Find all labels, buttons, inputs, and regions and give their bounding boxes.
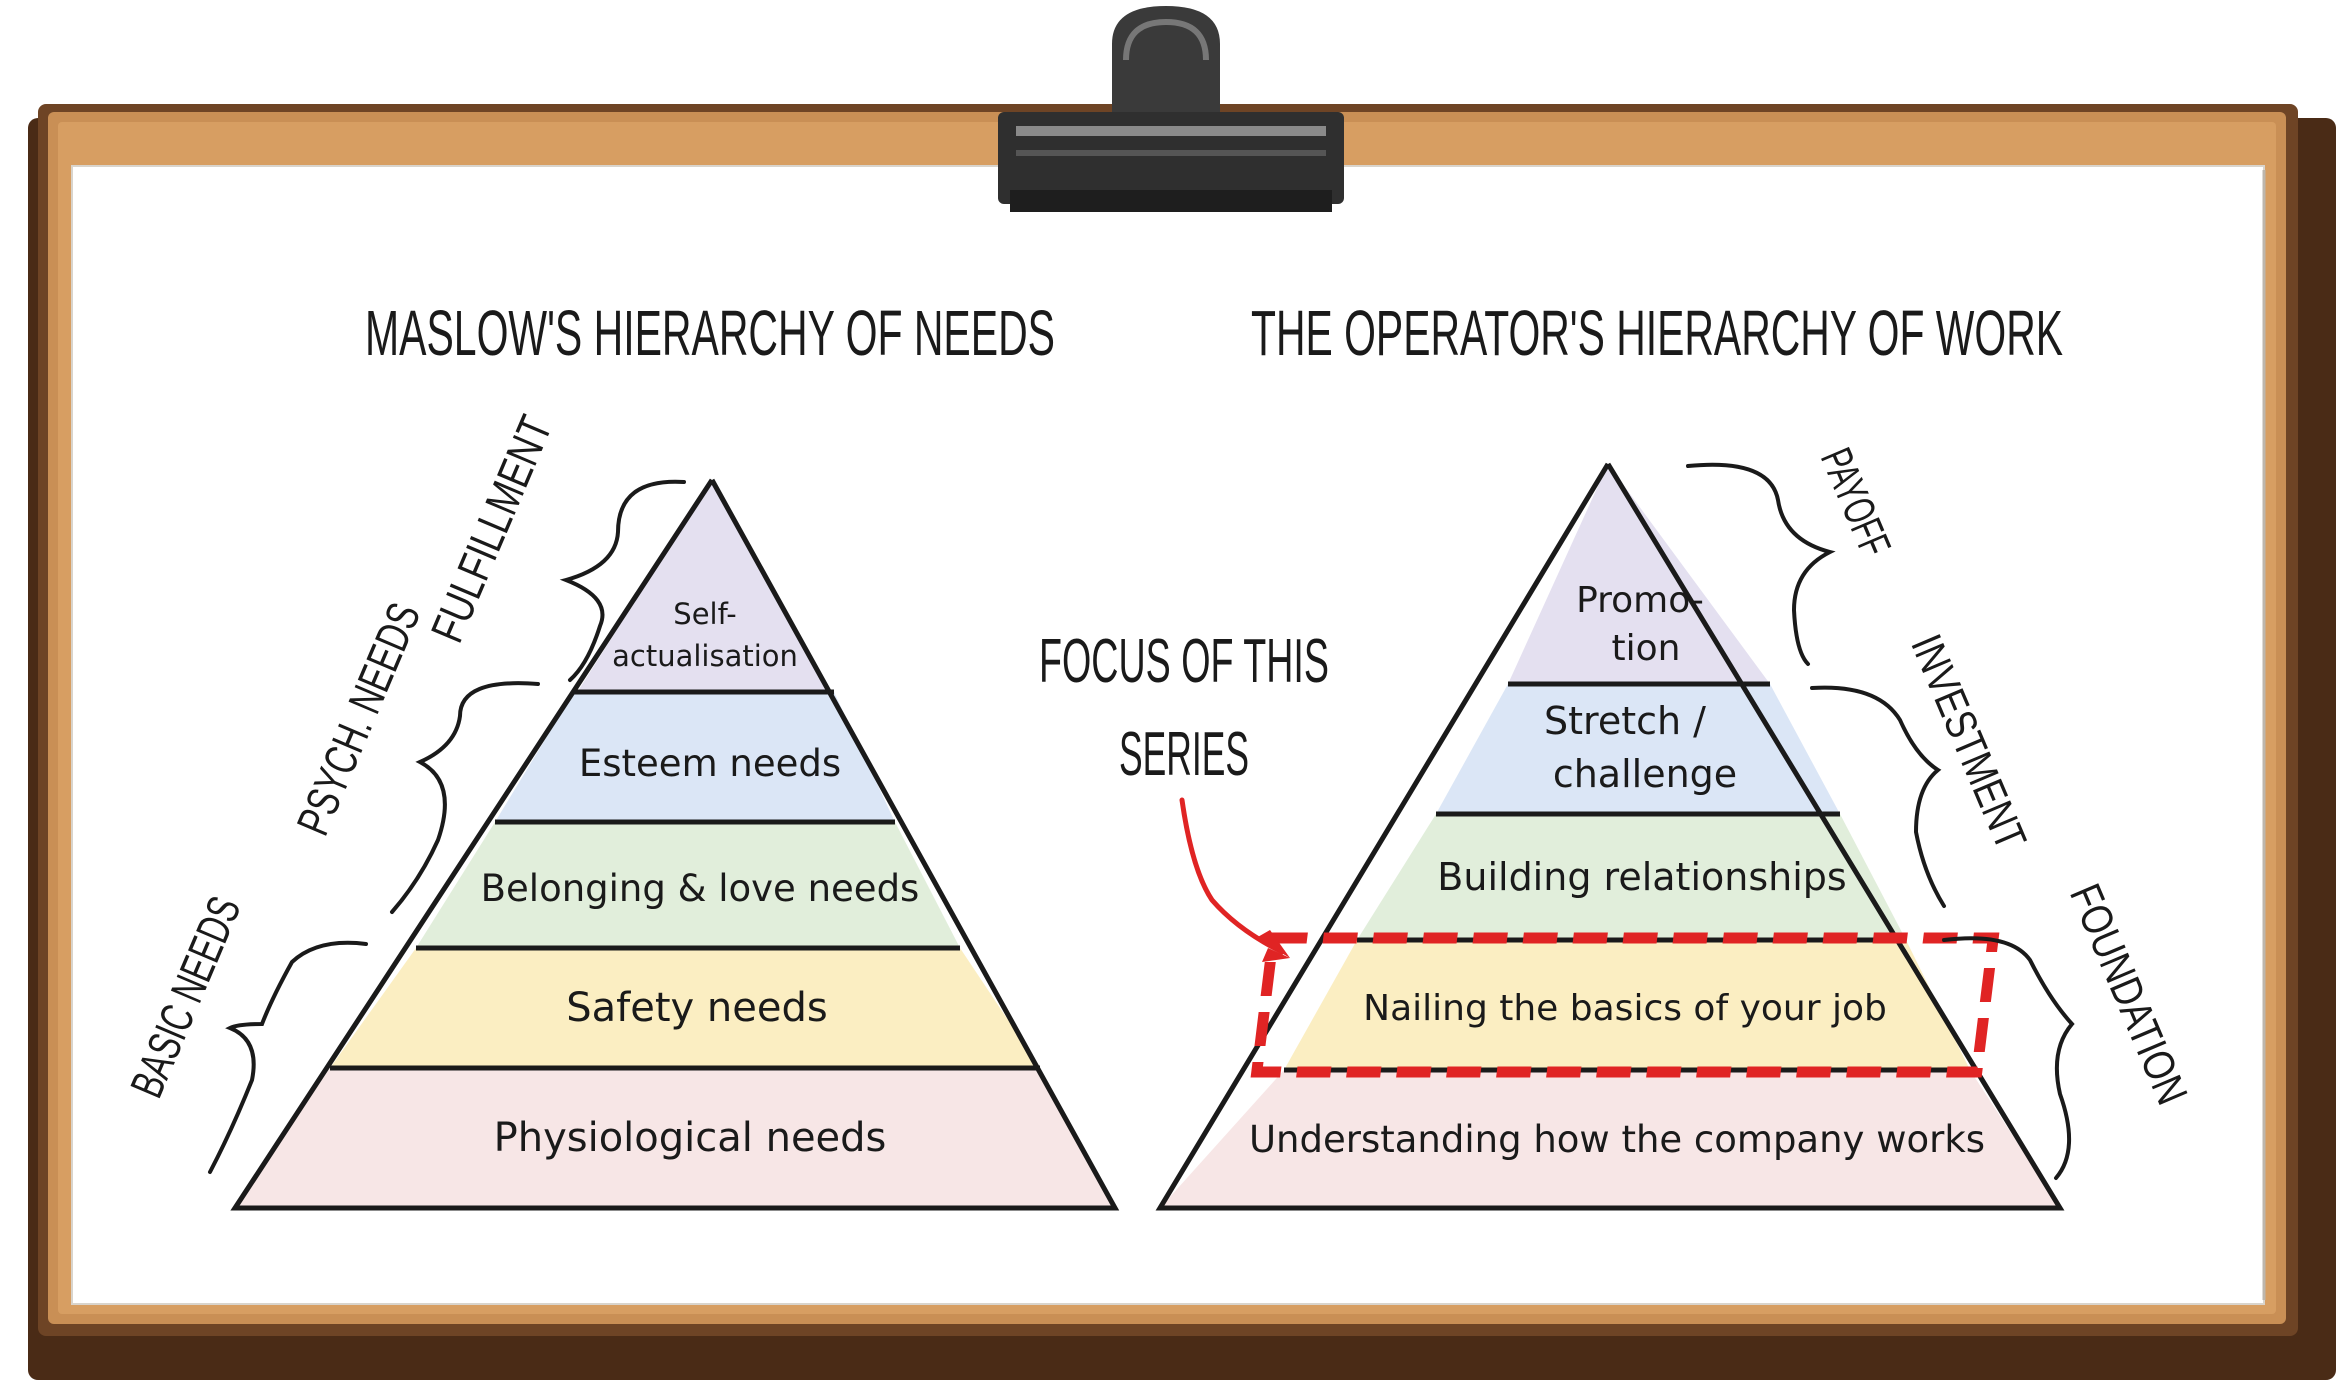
right-braces [1686,462,2075,1180]
left-layer-5 [235,1068,1115,1208]
right-label-4: Nailing the basics of your job [1363,988,1887,1029]
right-title: THE OPERATOR'S HIERARCHY OF WORK [1251,297,2063,369]
clip-highlight [1016,126,1326,136]
left-title: MASLOW'S HIERARCHY OF NEEDS [365,297,1055,369]
right-label-1b: tion [1612,628,1681,669]
callout-arrowhead [1256,930,1290,962]
right-brace-foundation [1942,936,2075,1180]
left-pyramid-outline [230,478,1120,1211]
clip [998,6,1344,212]
callout-line-2: SERIES [1119,720,1249,789]
left-label-1b: actualisation [612,639,798,673]
left-layer-3 [416,822,960,948]
left-label-2: Esteem needs [579,742,841,785]
left-pyramid: Self- actualisation Esteem needs Belongi… [230,478,1120,1211]
left-brace-psych [390,681,540,914]
clip-knob-highlight [1123,18,1209,61]
left-brace-basic [208,940,368,1174]
right-label-2b: challenge [1553,752,1737,796]
right-layer-1 [1508,464,1770,684]
left-layer-2b [495,692,895,822]
left-braces [208,479,686,1174]
left-label-1a: Self- [673,597,736,631]
right-pyramid: Promo- tion Stretch / challenge Building… [1155,462,2065,1211]
left-brace-fulfillment [559,479,686,682]
right-layer-5 [1160,1070,2060,1208]
left-label-5: Physiological needs [494,1115,887,1161]
right-label-5: Understanding how the company works [1249,1118,1985,1161]
right-pyramid-outline [1155,462,2065,1211]
focus-callout: FOCUS OF THIS SERIES [1039,627,1329,962]
right-layer-4 [1284,940,1970,1070]
left-layer-4 [330,948,1040,1068]
callout-arrow [1179,797,1285,955]
clip-knob [1112,6,1220,120]
right-layer-3 [1357,814,1906,940]
right-brace-investment [1810,685,1946,908]
right-label-1a: Promo- [1576,580,1704,621]
right-brace-payoff [1686,462,1836,666]
right-label-3: Building relationships [1437,855,1846,899]
left-label-3: Belonging & love needs [481,867,920,910]
right-layer-2 [1436,684,1840,814]
clip-base-shadow [1010,190,1332,212]
left-layer-1 [578,480,830,691]
focus-highlight-box [1250,932,2000,1078]
clip-band [1016,150,1326,156]
left-label-4: Safety needs [566,985,827,1031]
right-label-2a: Stretch / [1544,699,1706,743]
callout-line-1: FOCUS OF THIS [1039,627,1329,696]
